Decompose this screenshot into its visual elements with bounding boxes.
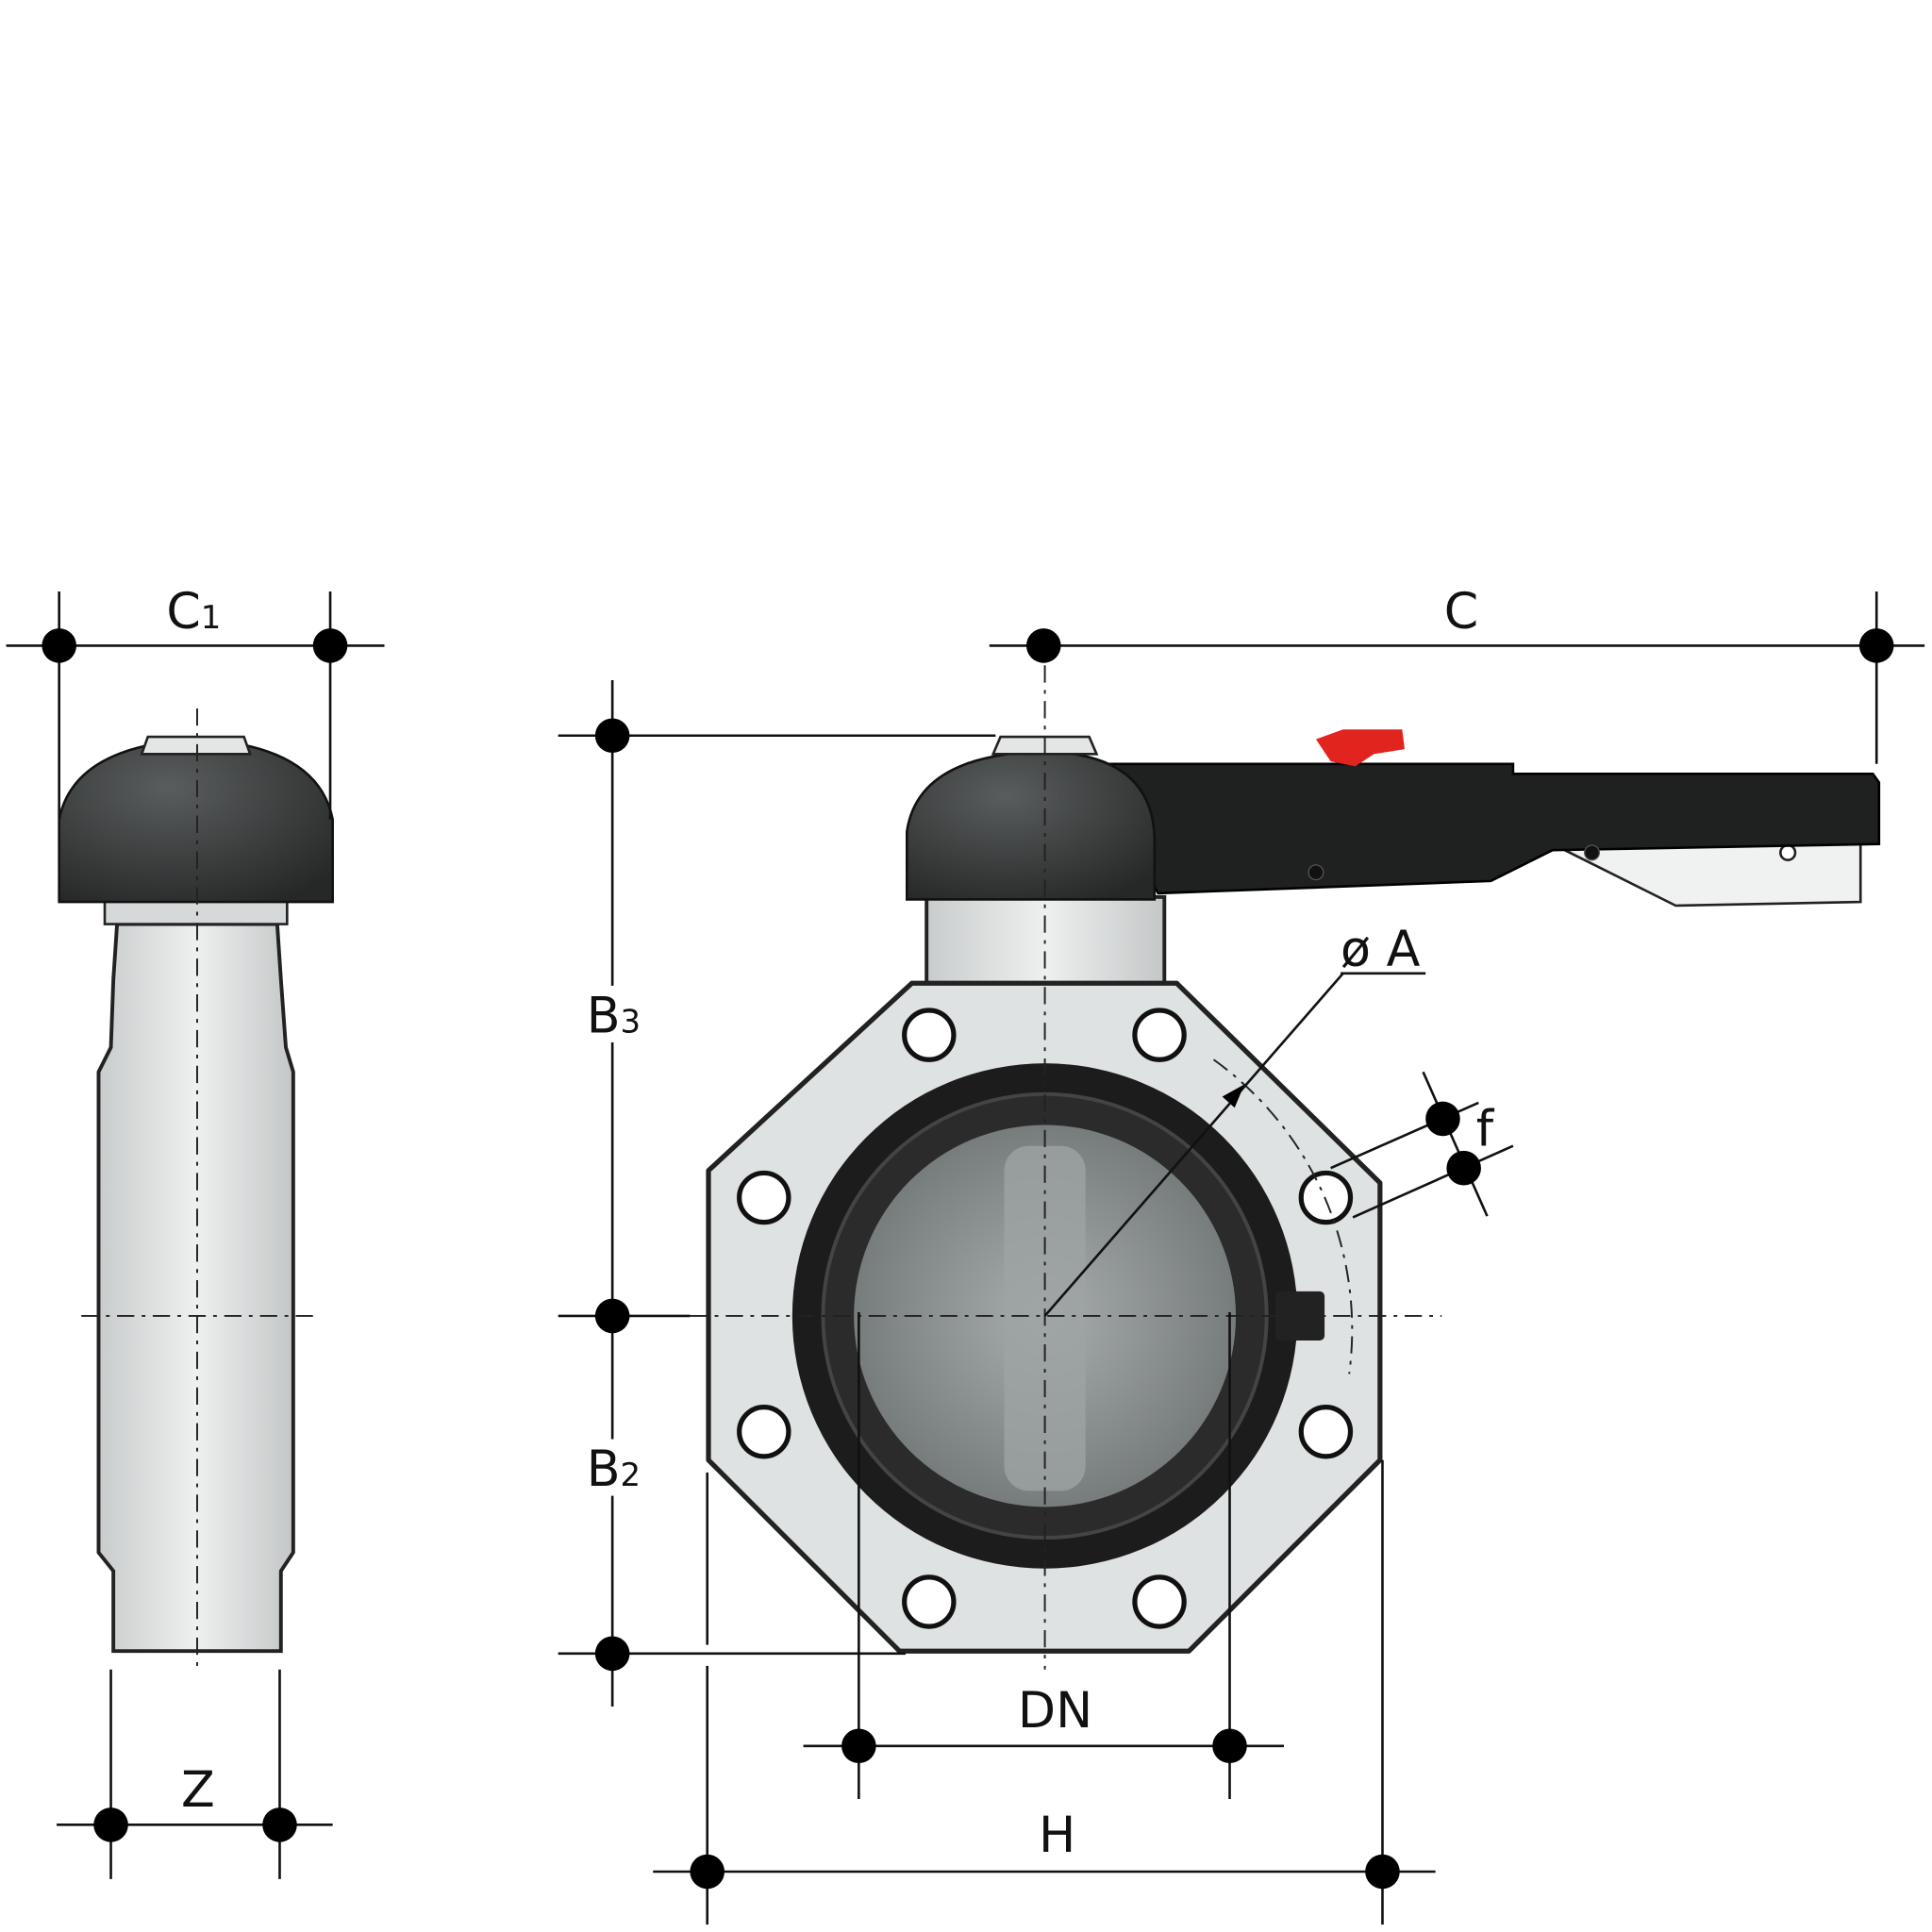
dimensions: C1 C B3 B2 DN H Z — [6, 584, 1925, 1925]
lever-pin — [1779, 843, 1797, 861]
red-lock-lever — [1315, 729, 1405, 767]
label-dn: DN — [1018, 1683, 1092, 1740]
handle-rivet — [1307, 864, 1324, 881]
bolt-hole — [902, 1008, 957, 1062]
handle-bar — [1082, 762, 1881, 895]
front-view — [690, 665, 1881, 1670]
bolt-holes — [737, 1008, 1354, 1629]
handle-rivet — [1584, 844, 1600, 861]
label-f: f — [1476, 1102, 1495, 1158]
side-body — [96, 922, 295, 1654]
label-c: C — [1444, 584, 1478, 641]
bolt-hole — [1132, 1008, 1187, 1062]
label-b3: B3 — [587, 989, 641, 1045]
label-diameter-a: ø A — [1341, 922, 1421, 978]
bolt-hole — [1298, 1170, 1354, 1225]
bolt-hole — [902, 1574, 957, 1629]
side-cap — [58, 738, 334, 904]
bolt-hole — [1132, 1574, 1187, 1629]
label-c1: C1 — [166, 584, 221, 641]
label-b2: B2 — [587, 1441, 641, 1498]
bolt-hole — [1298, 1404, 1354, 1459]
label-h: H — [1039, 1807, 1075, 1864]
handle-cap — [905, 750, 1157, 901]
side-view — [58, 708, 334, 1670]
bolt-hole — [737, 1404, 791, 1459]
bolt-circle — [1212, 1058, 1354, 1374]
bolt-hole — [737, 1170, 791, 1225]
side-cap-top — [140, 735, 252, 756]
label-z: Z — [181, 1762, 215, 1819]
